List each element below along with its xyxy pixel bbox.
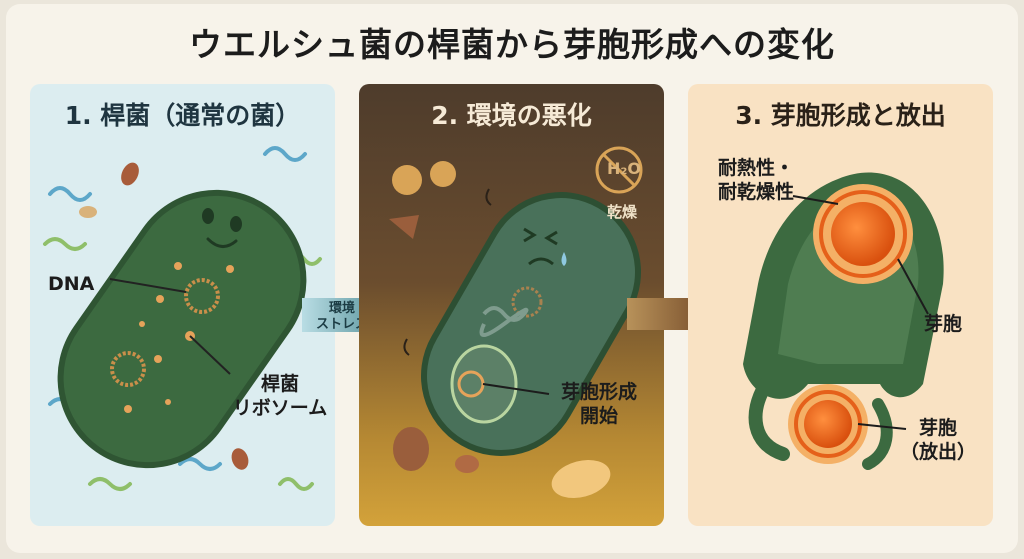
ribosome-label: 桿菌 リボソーム (232, 373, 328, 419)
spore-release-illustration (743, 172, 944, 470)
water-icon: H₂O (607, 159, 641, 178)
panel-environment-worsening: 2. 環境の悪化 H₂O 乾燥 芽胞形成 開始 (359, 84, 664, 526)
spore-formation-start-label: 芽胞形成 開始 (560, 381, 637, 427)
spore-label: 芽胞 (923, 313, 962, 335)
page-title: ウエルシュ菌の桿菌から芽胞形成への変化 (189, 25, 835, 64)
heat-dry-resistance-label: 耐熱性・ 耐乾燥性 (717, 157, 794, 203)
normal-bacillus-illustration (43, 146, 322, 491)
released-spore-label: 芽胞 （放出） (899, 417, 976, 463)
panel-title: 1. 桿菌（通常の菌） (64, 101, 301, 130)
dry-label: 乾燥 (607, 203, 638, 221)
panel-title: 3. 芽胞形成と放出 (735, 101, 946, 130)
panel-normal-bacillus: 1. 桿菌（通常の菌） DNA 桿菌 リボソーム (30, 84, 335, 526)
dna-label: DNA (48, 273, 95, 295)
panel-spore-formation-release: 3. 芽胞形成と放出 耐熱性・ 耐乾燥性 芽胞 芽胞 （放出） (688, 84, 993, 526)
stress-arrow-label: 環境 ストレス (315, 301, 368, 332)
panel-title: 2. 環境の悪化 (431, 101, 592, 130)
stressed-bacillus-illustration (389, 146, 643, 499)
